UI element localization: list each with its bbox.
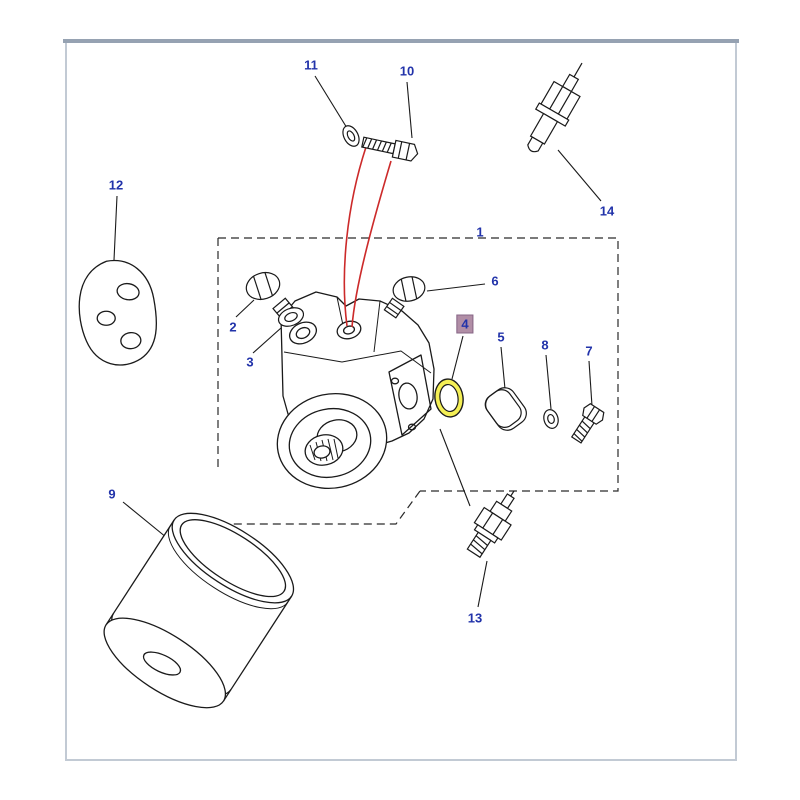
part-12-plate-drawing — [78, 259, 158, 366]
part-label-12[interactable]: 12 — [108, 177, 124, 193]
red-reference-lines — [343, 146, 392, 328]
part-label-3[interactable]: 3 — [246, 354, 254, 370]
part-label-13[interactable]: 13 — [467, 610, 483, 626]
oil-filter-housing-drawing — [276, 291, 435, 490]
part-label-10[interactable]: 10 — [399, 63, 415, 79]
part-5-plate-drawing — [484, 387, 527, 431]
part-3-seal-drawing — [277, 307, 305, 327]
leader-lines — [113, 75, 602, 608]
part-label-1[interactable]: 1 — [476, 224, 484, 240]
part-label-5[interactable]: 5 — [497, 329, 505, 345]
part-7-bolt-drawing — [570, 403, 605, 444]
part-label-9[interactable]: 9 — [108, 486, 116, 502]
part-11-washer-drawing — [342, 125, 360, 147]
part-label-4-highlighted[interactable]: 4 — [456, 314, 474, 334]
part-label-8[interactable]: 8 — [541, 337, 549, 353]
part-label-6[interactable]: 6 — [491, 273, 499, 289]
part-label-2[interactable]: 2 — [229, 319, 237, 335]
page-frame — [63, 39, 739, 761]
part-label-11[interactable]: 11 — [304, 57, 318, 73]
part-8-washer-drawing — [543, 409, 559, 429]
assembly-boundary-box — [217, 237, 619, 525]
part-10-bolt-drawing — [361, 136, 419, 162]
part-13-switch-drawing — [466, 490, 515, 559]
part-9-oil-filter-drawing — [103, 512, 295, 709]
part-6-plug-drawing — [383, 276, 426, 319]
part-label-14[interactable]: 14 — [599, 203, 615, 219]
part-label-7[interactable]: 7 — [585, 343, 593, 359]
part-4-oring-drawing — [434, 378, 464, 418]
part-14-sensor-drawing — [527, 62, 583, 153]
